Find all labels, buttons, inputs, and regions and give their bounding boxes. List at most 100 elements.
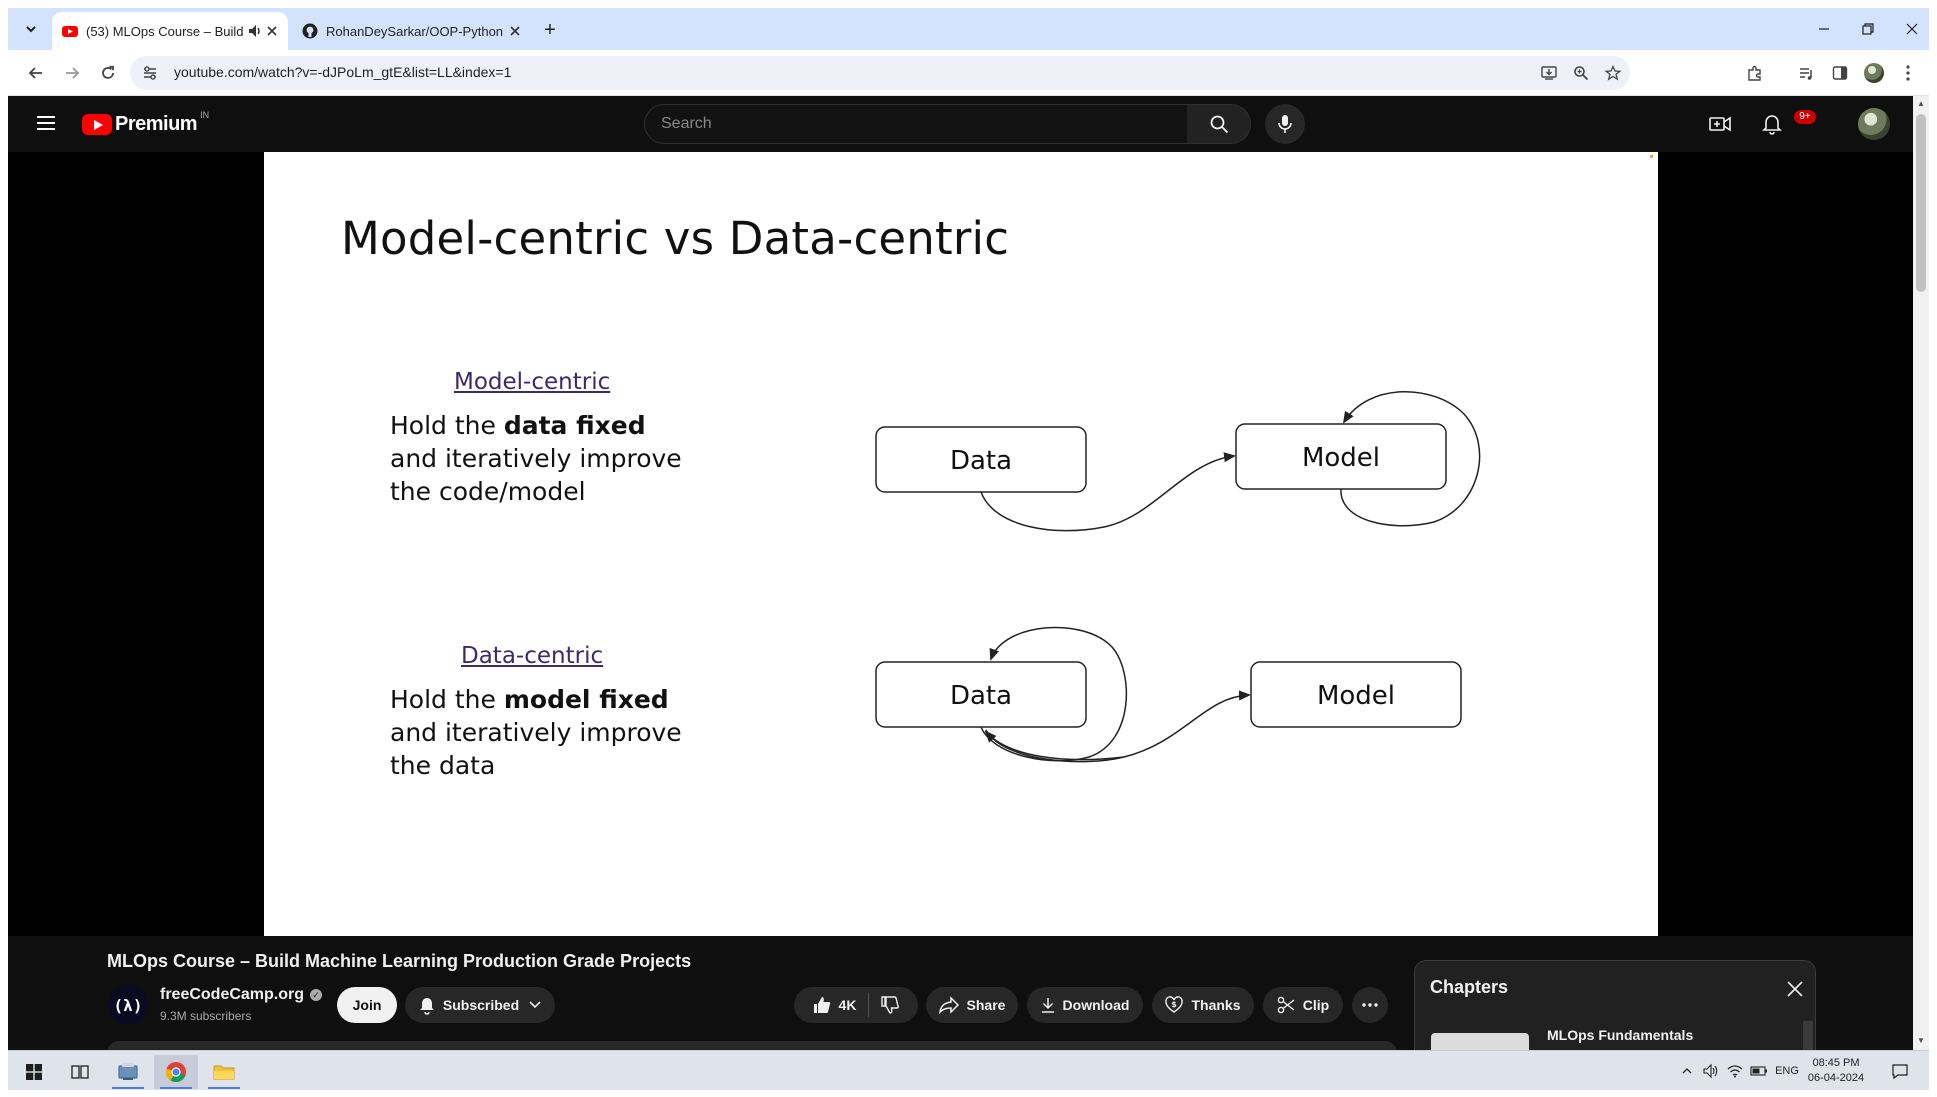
address-bar[interactable]: youtube.com/watch?v=-dJPoLm_gtE&list=LL&… [130,56,1630,90]
show-hidden-icons-chevron-icon[interactable] [1678,1059,1696,1083]
back-arrow-icon[interactable] [22,60,50,86]
scroll-up-icon[interactable]: ▲ [1917,99,1925,108]
tab-search-chevron-icon[interactable] [18,16,44,42]
page-scrollbar-thumb[interactable] [1916,114,1926,292]
model-centric-heading: Model-centric [454,369,611,395]
create-video-icon[interactable] [1708,112,1732,136]
screen-border-left [0,0,8,1097]
logo-text: Premium [115,112,198,135]
svg-text:$: $ [1172,1000,1178,1009]
like-thumb-icon[interactable] [813,996,831,1014]
close-tab-icon[interactable] [507,22,522,40]
share-button[interactable]: Share [926,987,1018,1023]
side-panel-icon[interactable] [1828,62,1852,84]
zoom-icon[interactable] [1570,63,1592,83]
more-horizontal-icon [1362,1003,1378,1007]
tab-github[interactable]: RohanDeySarkar/OOP-Python [292,12,532,50]
slide-title: Model-centric vs Data-centric [341,212,1010,265]
file-explorer-icon[interactable] [202,1055,246,1089]
site-settings-icon[interactable] [142,65,158,81]
more-actions-button[interactable] [1352,987,1388,1023]
clip-button[interactable]: Clip [1263,987,1343,1023]
extensions-puzzle-icon[interactable] [1742,62,1766,84]
clock-date: 06-04-2024 [1807,1072,1865,1084]
model-centric-description: Hold the data fixed and iteratively impr… [390,409,682,508]
thanks-button[interactable]: $ Thanks [1152,987,1254,1023]
minimize-icon[interactable] [1802,16,1846,42]
channel-avatar[interactable]: (λ) [108,985,148,1025]
model-centric-line2: and iteratively improve [390,444,682,473]
youtube-header: Premium IN 9+ [8,96,1913,152]
search-button[interactable] [1187,104,1251,144]
wifi-icon[interactable] [1724,1059,1746,1083]
microphone-icon [1278,115,1292,133]
share-arrow-icon [938,996,959,1015]
restore-icon[interactable] [1846,16,1890,42]
speaker-icon[interactable] [248,22,262,40]
tab-title: RohanDeySarkar/OOP-Python [326,23,504,39]
bottom-model-label: Model [1317,681,1395,711]
menu-hamburger-icon[interactable] [34,112,58,136]
bell-icon [419,996,435,1015]
centric-diagram: Data Model Data Model [875,390,1481,763]
close-tab-icon[interactable] [266,22,278,40]
battery-icon[interactable] [1748,1059,1770,1083]
chrome-icon[interactable] [154,1055,198,1089]
tab-youtube[interactable]: (53) MLOps Course – Build [52,12,288,50]
close-chapters-icon[interactable] [1785,979,1805,999]
page-scrollbar[interactable]: ▲ ▼ [1913,96,1929,1050]
download-button[interactable]: Download [1027,987,1143,1023]
slide-marker [1650,155,1653,158]
clip-label: Clip [1302,997,1330,1013]
chapters-scrollbar[interactable] [1803,1021,1813,1056]
dislike-thumb-icon[interactable] [881,996,900,1014]
top-data-label: Data [950,446,1012,476]
channel-name[interactable]: freeCodeCamp.org ✓ [160,986,323,1004]
subscribed-button[interactable]: Subscribed [405,987,555,1023]
media-control-icon[interactable] [1794,62,1818,84]
bookmark-star-icon[interactable] [1602,63,1624,83]
browser-menu-kebab-icon[interactable] [1896,62,1920,84]
search-box [644,104,1188,144]
screen-border-bottom [0,1090,1937,1097]
browser-tab-strip: (53) MLOps Course – Build RohanDeySarkar… [8,8,1929,50]
search-input[interactable] [661,105,1161,143]
youtube-play-icon [82,113,112,135]
new-tab-plus-icon[interactable]: + [544,18,556,41]
action-center-notification-icon[interactable] [1888,1059,1912,1083]
url-text: youtube.com/watch?v=-dJPoLm_gtE&list=LL&… [174,64,512,80]
thanks-label: Thanks [1191,997,1241,1013]
like-dislike-group: 4K [794,987,918,1023]
github-icon [302,23,318,39]
forward-arrow-icon[interactable] [58,60,86,86]
data-centric-line3: the data [390,751,496,780]
chapter-item-title[interactable]: MLOps Fundamentals [1547,1027,1694,1043]
profile-avatar-icon[interactable] [1862,62,1886,84]
voice-search-button[interactable] [1265,104,1305,144]
video-player[interactable]: Model-centric vs Data-centric Model-cent… [8,152,1913,936]
system-app-icon[interactable] [106,1055,150,1089]
youtube-premium-logo[interactable]: Premium IN [82,110,209,136]
tab-title: (53) MLOps Course – Build [86,23,244,39]
task-view-icon[interactable] [58,1055,102,1089]
top-model-loop-arrow [1340,390,1481,527]
language-indicator[interactable]: ENG [1775,1065,1799,1077]
notifications-bell-icon[interactable] [1760,112,1784,136]
join-button[interactable]: Join [337,987,397,1023]
taskbar-clock[interactable]: 08:45 PM 06-04-2024 [1801,1056,1871,1086]
install-app-icon[interactable] [1538,63,1560,83]
account-avatar[interactable] [1858,108,1890,140]
windows-start-icon[interactable] [12,1055,56,1089]
scissors-icon [1277,996,1295,1014]
verified-check-icon: ✓ [310,989,323,1001]
subscribed-label: Subscribed [442,997,520,1013]
channel-name-text: freeCodeCamp.org [160,986,305,1003]
volume-icon[interactable] [1700,1059,1722,1083]
video-title: MLOps Course – Build Machine Learning Pr… [107,951,692,971]
screen-border-right [1929,0,1937,1097]
reload-icon[interactable] [94,60,122,86]
close-window-icon[interactable] [1890,16,1934,42]
scroll-down-icon[interactable]: ▼ [1917,1036,1925,1045]
like-count[interactable]: 4K [838,997,857,1013]
